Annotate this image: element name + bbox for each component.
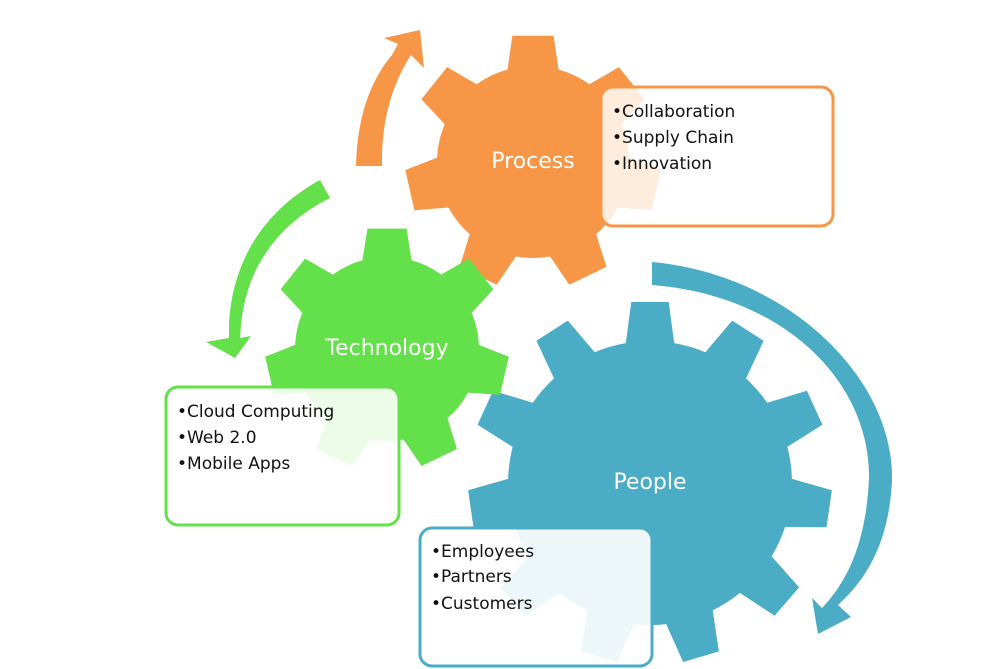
technology-gear-label: Technology	[324, 336, 448, 361]
technology-items-box: •Cloud Computing •Web 2.0 •Mobile Apps	[164, 385, 401, 527]
people-item-1: •Employees	[431, 542, 534, 562]
process-item-3: •Innovation	[612, 154, 712, 174]
technology-item-3: •Mobile Apps	[177, 454, 290, 474]
people-item-2: •Partners	[431, 567, 512, 587]
process-cycle-arrow	[356, 30, 424, 166]
technology-item-1: •Cloud Computing	[177, 402, 334, 422]
people-gear-label: People	[613, 470, 686, 495]
technology-box-frame	[164, 385, 401, 527]
technology-item-2: •Web 2.0	[177, 428, 257, 448]
people-item-3: •Customers	[431, 594, 533, 614]
process-item-2: •Supply Chain	[612, 128, 734, 148]
process-box-frame	[599, 85, 835, 228]
people-cycle-arrow	[652, 262, 893, 634]
process-items-box: •Collaboration •Supply Chain •Innovation	[599, 85, 835, 228]
process-gear-icon: Process	[405, 35, 661, 285]
process-gear-label: Process	[491, 149, 574, 174]
people-items-box: •Employees •Partners •Customers	[418, 526, 654, 668]
process-item-1: •Collaboration	[612, 102, 735, 122]
technology-cycle-arrow	[206, 180, 330, 358]
people-box-frame	[418, 526, 654, 668]
process-gear-shape	[405, 35, 661, 285]
